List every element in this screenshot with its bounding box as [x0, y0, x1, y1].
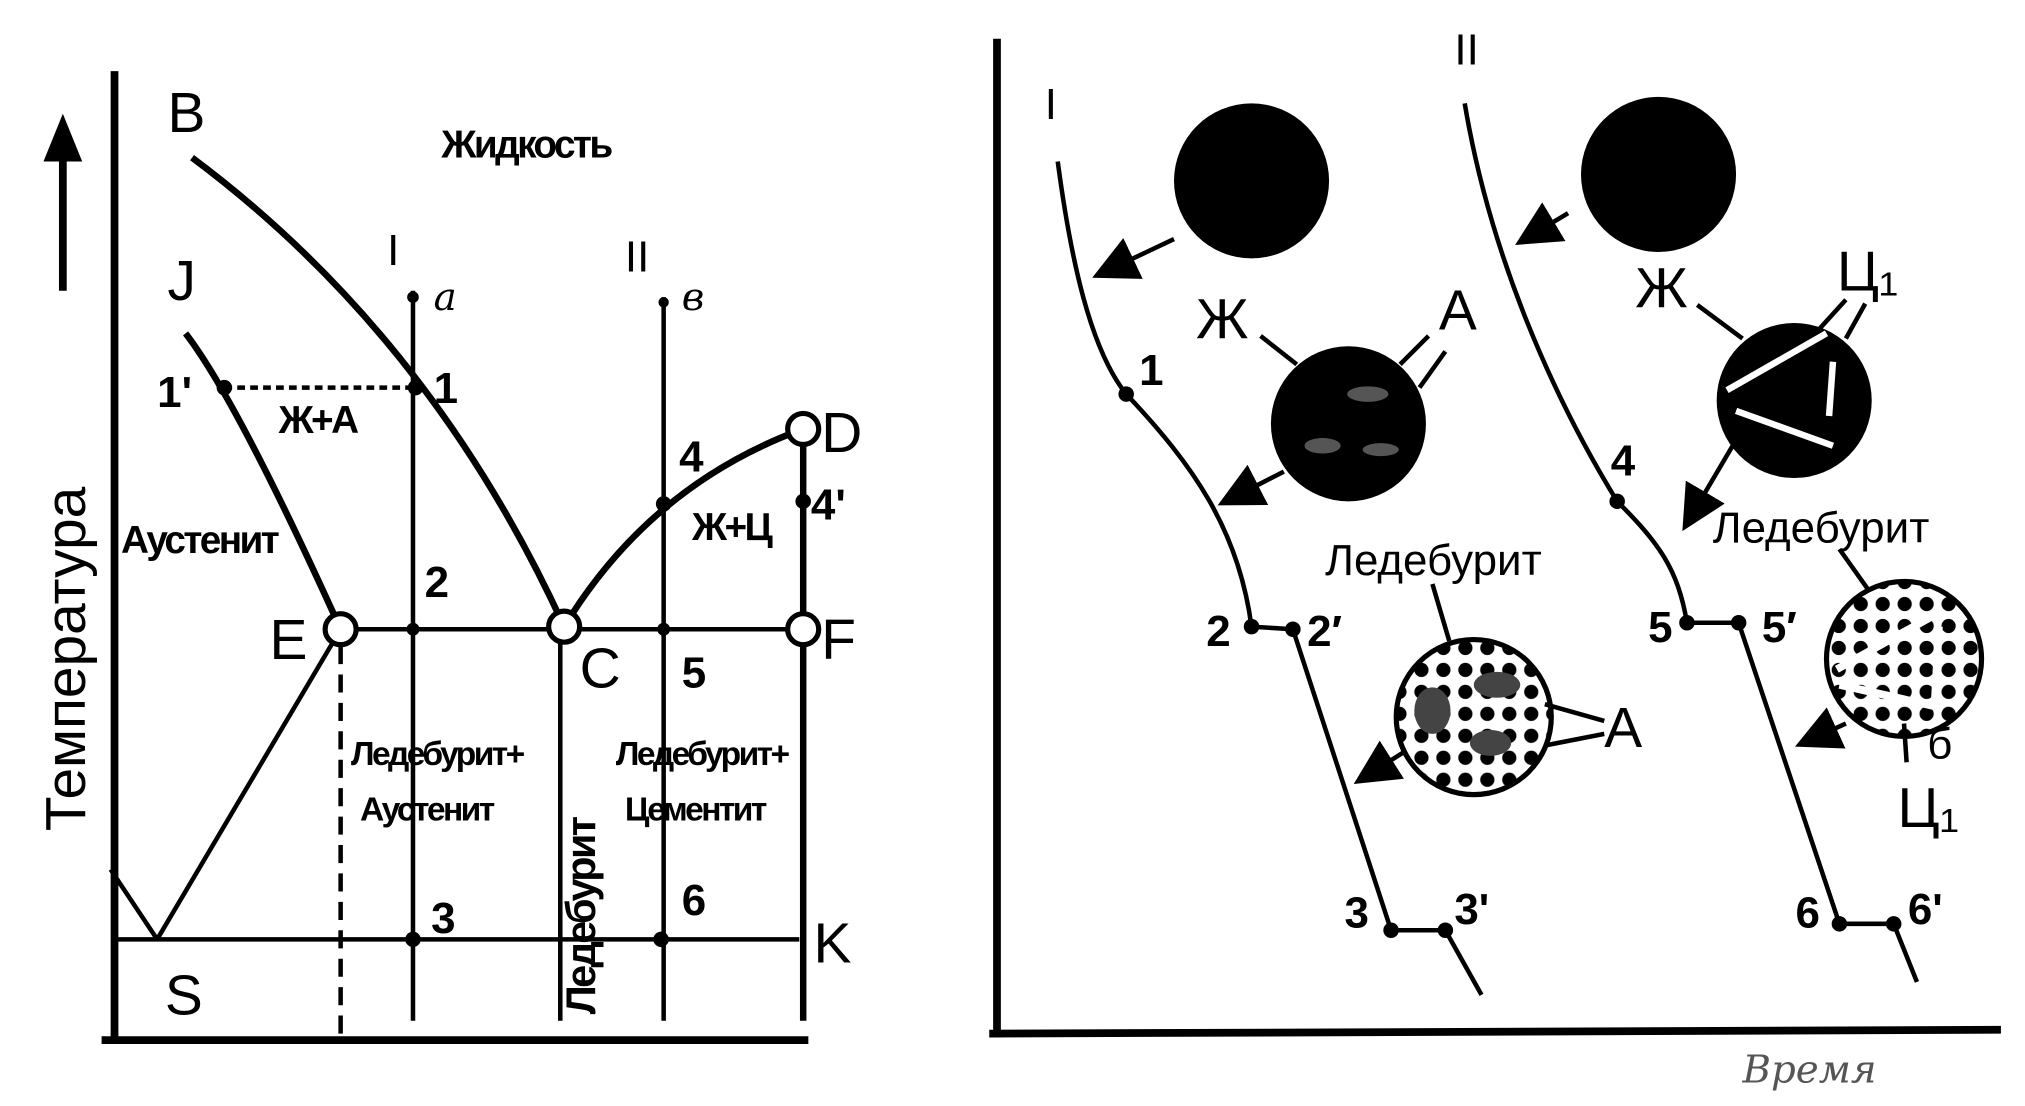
point-E: E [270, 609, 308, 672]
point-K: K [814, 913, 852, 976]
y-axis-label: Температура [35, 486, 98, 831]
num-1: 1 [434, 364, 458, 413]
num-3: 3 [431, 894, 455, 943]
point-J: J [167, 250, 195, 313]
leader-line [1544, 731, 1605, 748]
point-C: C [580, 637, 621, 700]
num-6: 6 [682, 876, 706, 925]
cooling-curve-II [1462, 102, 1920, 983]
point-S: S [165, 964, 203, 1027]
label-cementite-II: Ц₁ [1837, 241, 1898, 304]
liquid-austenite-structure-I [1270, 346, 1426, 502]
region-ledeburite-cementite-line1: Ледебурит+ [616, 736, 790, 773]
phase-diagram: Температура B J E C D F K S [35, 71, 862, 1044]
phase-points [216, 291, 811, 948]
region-liquid: Жидкость [440, 124, 612, 167]
curve-I-num-3: 3 [1345, 889, 1369, 938]
solidus-je [183, 331, 344, 631]
region-liquid-cementite: Ж+Ц [691, 506, 773, 549]
curve-I-label: I [1045, 80, 1057, 129]
curve-II-num-4: 4 [1611, 436, 1636, 485]
liquid-structure-II [1581, 96, 1737, 252]
time-axis [989, 1025, 2001, 1038]
arrow-icon [1515, 202, 1570, 245]
liquid-cementite-structure-II [1716, 323, 1872, 479]
arrow-icon [1682, 427, 1745, 532]
leader-line [1901, 723, 1909, 763]
alloy-I-label: I [387, 226, 399, 275]
label-ledeburite-II: Ледебурит [1713, 504, 1930, 553]
cooling-curves: Время I II 1 2 2′ 3 3' 4 5 5′ 6 6' Ж А [989, 26, 2001, 1093]
arrow-icon [1217, 464, 1285, 506]
region-ledeburite: Ледебурит [558, 816, 604, 1014]
curve-points [1118, 386, 1902, 939]
label-cementite-II-2: Ц₁ [1898, 777, 1959, 840]
temperature-arrow-icon [43, 113, 83, 291]
liquid-structure-I [1174, 103, 1330, 259]
point-B: B [167, 82, 205, 145]
curve-II-num-6-prime: 6' [1908, 885, 1943, 934]
label-liquid-II: Ж [1635, 258, 1688, 321]
leader-line [1430, 583, 1452, 642]
critical-points [322, 410, 822, 648]
num-4-prime: 4' [811, 480, 846, 529]
leader-line [1818, 298, 1848, 330]
leader-line [1843, 302, 1868, 340]
curve-I-num-3-prime: 3' [1454, 885, 1489, 934]
cooling-curve-I [1055, 161, 1484, 996]
line-gs [108, 868, 160, 941]
curve-I-num-2: 2 [1206, 607, 1230, 656]
austenite-grains [1414, 671, 1521, 756]
curve-I-num-1: 1 [1139, 346, 1163, 395]
point-F: F [821, 609, 856, 672]
label-austenite-I: А [1439, 279, 1477, 342]
primary-cementite-plates [1725, 330, 1837, 449]
arrow-icon [1092, 236, 1175, 279]
curve-II-num-5: 5 [1648, 603, 1672, 652]
curve-II-label: II [1454, 26, 1478, 75]
leader-line [1695, 303, 1744, 341]
alloy-II-start: в [682, 275, 705, 320]
line-es [155, 628, 343, 941]
alloy-II-label: II [625, 232, 649, 281]
austenite-dendrites [1304, 386, 1399, 457]
region-austenite: Аустенит [121, 519, 279, 562]
leader-line [1259, 334, 1299, 367]
num-2: 2 [425, 558, 449, 607]
point-D: D [821, 402, 862, 465]
num-4: 4 [679, 433, 704, 482]
arrow-icon [1795, 707, 1847, 749]
region-ledeburite-cementite-line2: Цементит [625, 791, 767, 828]
alloy-I-start: a [434, 275, 457, 320]
arrow-icon [1353, 740, 1406, 784]
num-1-prime: 1' [157, 368, 192, 417]
leader-line [1398, 334, 1431, 366]
curve-I-num-2-prime: 2′ [1307, 607, 1342, 656]
label-ledeburite-I: Ледебурит [1325, 536, 1542, 585]
time-axis-label: Время [1742, 1048, 1877, 1093]
curve-II-num-6: 6 [1795, 889, 1819, 938]
curve-II-num-5-prime: 5′ [1762, 603, 1797, 652]
label-liquid-I: Ж [1196, 289, 1249, 352]
region-ledeburite-austenite-line2: Аустенит [360, 791, 495, 828]
label-austenite-I-2: А [1604, 697, 1642, 760]
leader-line [1417, 350, 1448, 389]
liquidus-bc [190, 155, 568, 628]
region-ledeburite-austenite-line1: Ледебурит+ [351, 736, 525, 773]
leader-line [1544, 701, 1605, 724]
cementite-plates [1834, 614, 1944, 712]
num-5: 5 [682, 648, 706, 697]
label-b-II: б [1927, 719, 1952, 768]
region-liquid-austenite: Ж+А [278, 399, 358, 442]
